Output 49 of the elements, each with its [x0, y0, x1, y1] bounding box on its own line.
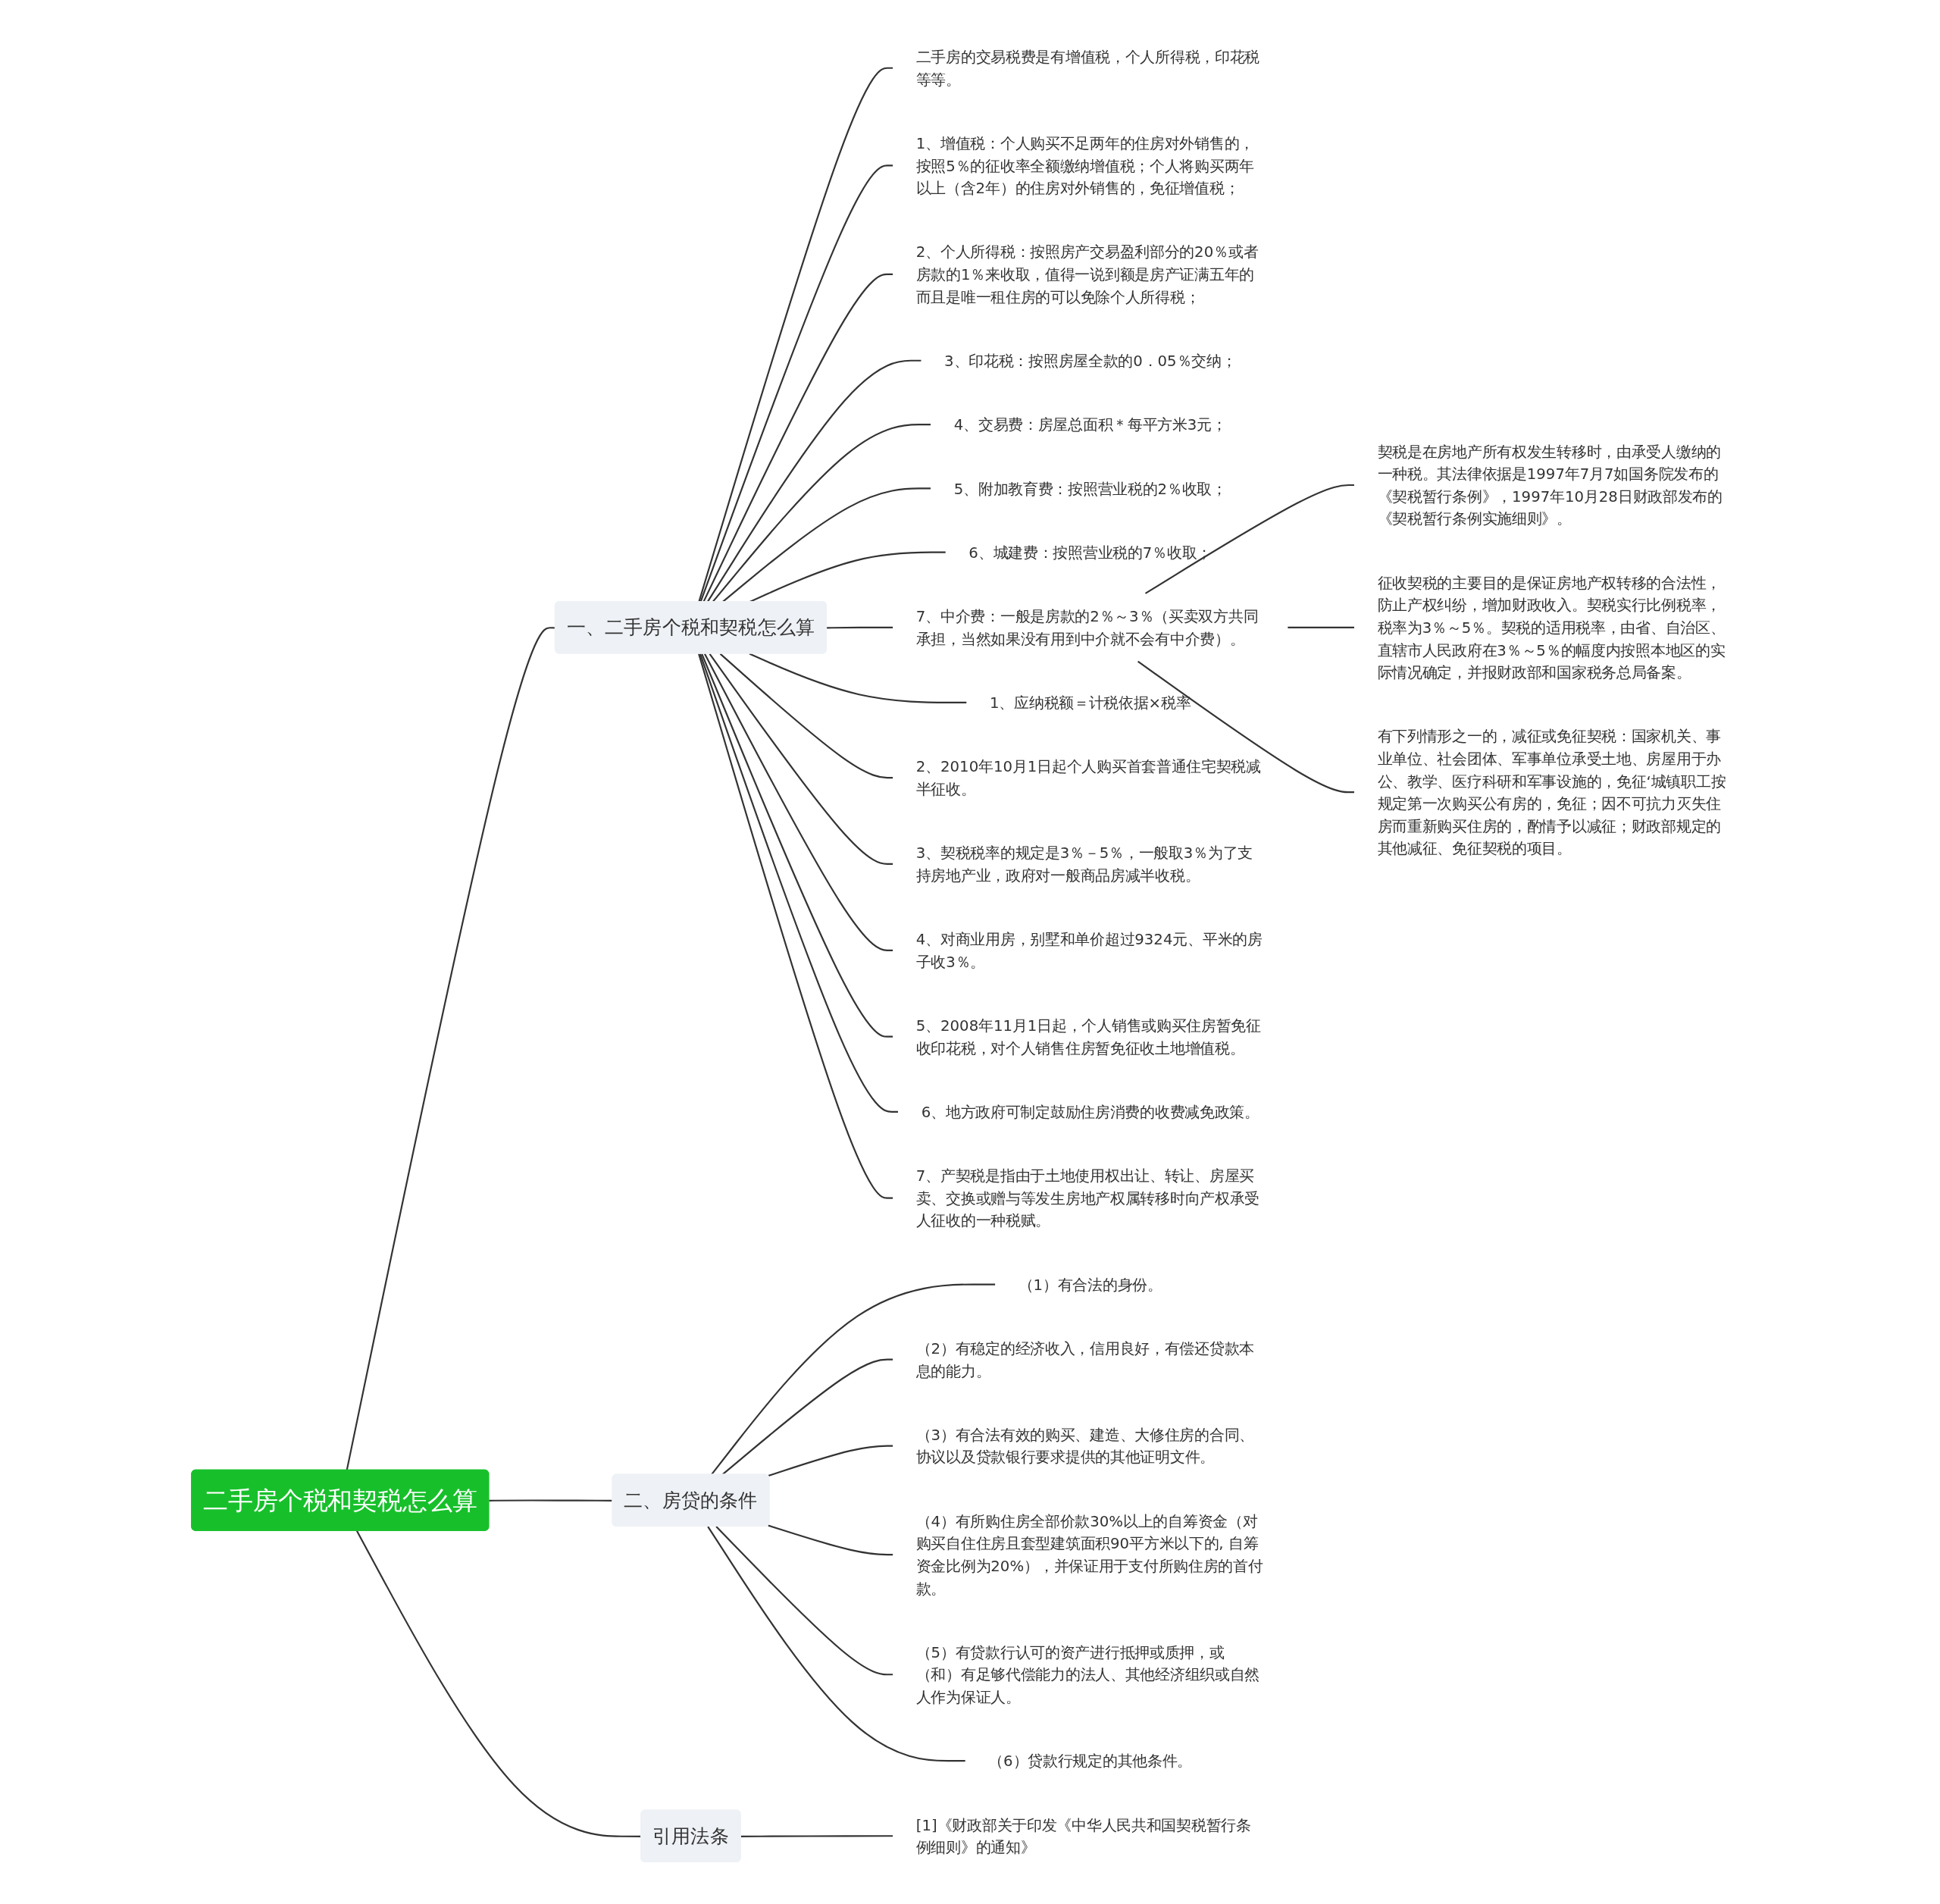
node-text: 4、交易费：房屋总面积＊每平方米3元；: [953, 415, 1227, 434]
node-text: [1]《财政部关于印发《中华人民共和国契税暂行条例细则》的通知》: [915, 1815, 1251, 1856]
connector: [1137, 660, 1354, 794]
connector: [712, 423, 931, 603]
connector: [767, 1445, 893, 1477]
node-text: 2、2010年10月1日起个人购买首套普通住宅契税减半征收。: [915, 757, 1261, 798]
node-text: （3）有合法有效的购买、建造、大修住房的合同、协议以及贷款银行要求提供的其他证明文件。: [915, 1426, 1254, 1466]
connector: [767, 1524, 893, 1556]
connector: [703, 653, 893, 951]
node-text: 契税是在房地产所有权发生转移时，由承受人缴纳的一种税。其法律依据是1997年7月7如国务院发布的《契税暂行条例》，1997年10月28日财政部发布的《契税暂行条例实施细则》。: [1377, 443, 1723, 528]
connector: [740, 1835, 893, 1837]
node-text: 1、应纳税额＝计税依据×税率: [989, 694, 1191, 712]
node-text: 有下列情形之一的，减征或免征契税：国家机关、事业单位、社会团体、军事单位承受土地、房屋用于办公、教学、医疗科研和军事设施的，免征‘城镇职工按规定第一次购买公有房的，免征；因不可抗力灭失住房而重新购买住房的，酌情予以减征；财政部规定的其他减征、免征契税的项目。: [1377, 727, 1726, 857]
connector: [702, 273, 893, 603]
connector: [1144, 484, 1354, 594]
node-text: （5）有贷款行认可的资产进行抵押或质押，或（和）有足够代偿能力的法人、其他经济组织或自然人作为保证人。: [915, 1643, 1259, 1706]
node-text: 1、增值税：个人购买不足两年的住房对外销售的，按照5％的征收率全额缴纳增值税；个人将购买两年以上（含2年）的住房对外销售的，免征增值税；: [915, 134, 1254, 197]
node-text: 6、地方政府可制定鼓励住房消费的收费减免政策。: [921, 1103, 1259, 1121]
connector: [700, 653, 893, 1038]
node-text: （4）有所购住房全部价款30%以上的自筹资金（对购买自住住房且套型建筑面积90平方米以下的, 自筹资金比例为20%），并保证用于支付所购住房的首付款。: [915, 1512, 1263, 1597]
connector: [706, 359, 921, 603]
connector: [697, 67, 893, 603]
connector: [710, 1283, 995, 1476]
connector: [715, 1526, 893, 1676]
node-text: （2）有稳定的经济收入，信用良好，有偿还贷款本息的能力。: [915, 1339, 1254, 1379]
connector: [719, 653, 893, 779]
node-text: 4、对商业用房，别墅和单价超过9324元、平米的房子收3％。: [915, 930, 1263, 971]
node-text: 7、产契税是指由于土地使用权出让、转让、房屋买卖、交换或赠与等发生房地产权属转移时向产权承受人征收的一种税赋。: [915, 1167, 1259, 1229]
connector: [709, 653, 893, 865]
node-text: 3、契税税率的规定是3％－5％，一般取3％为了支持房地产业，政府对一般商品房减半收税。: [915, 844, 1253, 885]
connector: [749, 653, 966, 704]
connector: [706, 1526, 965, 1762]
node-text: （6）贷款行规定的其他条件。: [987, 1752, 1192, 1770]
connector: [1287, 626, 1354, 628]
node-text: （1）有合法的身份。: [1018, 1276, 1162, 1294]
node-text: 5、2008年11月1日起，个人销售或购买住房暂免征收印花税，对个人销售住房暂免征收土地增值税。: [915, 1016, 1261, 1057]
connector: [699, 653, 898, 1113]
node-text: 3、印花税：按照房屋全款的0．05％交纳；: [943, 352, 1236, 370]
node-text: 7、中介费：一般是房款的2％～3％（买卖双方共同承担，当然如果没有用到中介就不会有中介费）。: [915, 607, 1258, 648]
connector: [699, 164, 893, 603]
connector: [355, 1530, 641, 1837]
connector: [721, 487, 931, 603]
connector: [721, 1358, 893, 1476]
connector: [697, 653, 893, 1199]
node-text: 征收契税的主要目的是保证房地产权转移的合法性，防止产权纠纷，增加财政收入。契税实行比例税率，税率为3％～5％。契税的适用税率，由省、自治区、直辖市人民政府在3％～5％的幅度内按照本地区的实际情况确定，并报财政部和国家税务总局备案。: [1377, 574, 1725, 681]
node-text: 2、个人所得税：按照房产交易盈利部分的20％或者房款的1％来收取，值得一说到额是房产证满五年的而且是唯一租住房的可以免除个人所得税；: [915, 243, 1258, 305]
node-text: 5、附加教育费：按照营业税的2％收取；: [953, 479, 1227, 497]
connector: [826, 626, 893, 629]
node-text: 二手房的交易税费是有增值税，个人所得税，印花税等等。: [915, 48, 1259, 89]
